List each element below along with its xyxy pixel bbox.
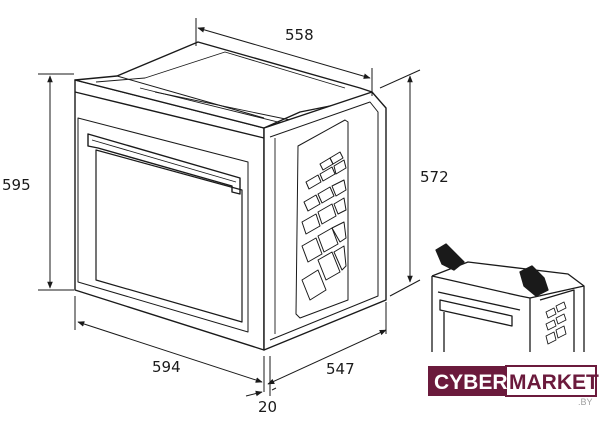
dim-depth-top-label: 558 (285, 26, 314, 44)
dim-depth-bottom-label: 547 (326, 360, 355, 378)
logo-suffix: .BY (578, 397, 593, 407)
oven-door-handle (87, 133, 241, 195)
oven-drawing (74, 41, 387, 351)
install-inset-drawing (431, 243, 585, 352)
inset-side-vents (545, 301, 567, 345)
logo-box-left (428, 366, 506, 396)
logo-word-market: MARKET (509, 371, 599, 394)
dim-niche-height-label: 572 (420, 168, 449, 186)
dim-width-label: 594 (152, 358, 181, 376)
inset-oven-handle (439, 299, 513, 327)
dim-height-label: 595 (2, 176, 31, 194)
logo-box-right (505, 365, 597, 397)
oven-side-face (263, 91, 387, 351)
hand-icon (435, 243, 465, 271)
cybermarket-logo: CYBER MARKET .BY (428, 365, 599, 407)
dimension-lines (38, 18, 421, 397)
side-vent-slots (301, 151, 347, 301)
logo-word-cyber: CYBER (434, 371, 508, 394)
hand-icon (519, 265, 549, 297)
dim-panel-offset-label: 20 (258, 398, 277, 416)
